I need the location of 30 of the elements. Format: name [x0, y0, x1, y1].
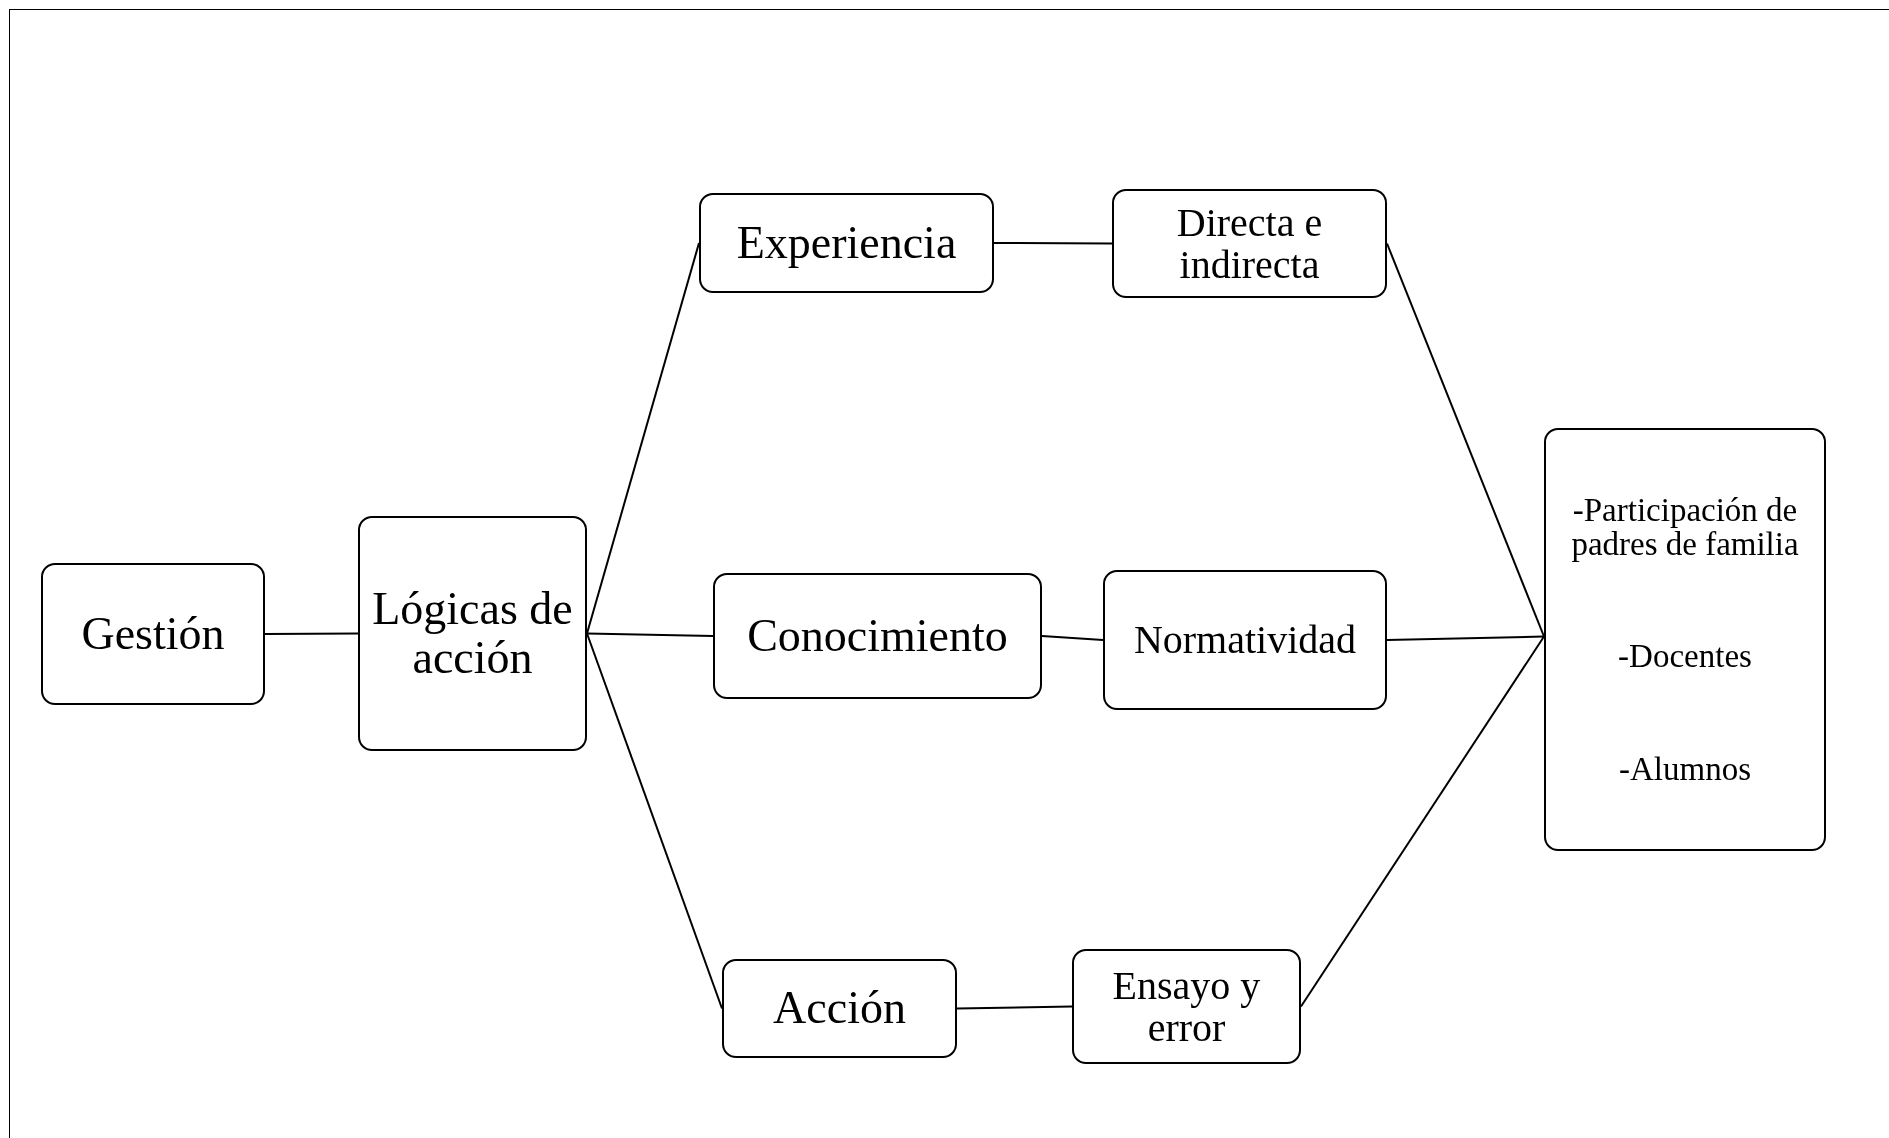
connector-line: [264, 632, 359, 635]
rounded-box: [713, 573, 1042, 699]
connector-line: [586, 242, 700, 635]
connector-line: [1300, 635, 1545, 1008]
box-text: Normatividad: [1133, 619, 1357, 661]
connector-line: [1041, 635, 1104, 641]
connector-line: [1386, 635, 1545, 641]
box-text: Acción: [773, 984, 906, 1033]
rounded-box: [699, 193, 994, 293]
connector-line: [993, 242, 1113, 245]
rounded-box: [1103, 570, 1387, 710]
rounded-box: [1112, 189, 1387, 298]
connector-line: [956, 1005, 1073, 1010]
box-text: Directa e indirecta: [1175, 201, 1324, 286]
box-text: Lógicas de acción: [371, 585, 574, 682]
box-text: -Docentes: [1618, 639, 1752, 675]
box-text: -Participación de padres de familia: [1570, 492, 1800, 562]
rounded-box: [41, 563, 265, 705]
box-text: Conocimiento: [747, 611, 1008, 661]
rounded-box: [1072, 949, 1301, 1064]
rounded-box: [1544, 428, 1826, 851]
box-text: Ensayo y error: [1111, 964, 1262, 1049]
box-text: -Alumnos: [1619, 751, 1751, 787]
connector-line: [586, 632, 714, 637]
connector-line: [1386, 242, 1545, 638]
box-text: Experiencia: [736, 218, 957, 268]
box-text: Gestión: [81, 609, 225, 659]
connector-line: [586, 632, 723, 1010]
rounded-box: [358, 516, 587, 751]
rounded-box: [722, 959, 957, 1058]
